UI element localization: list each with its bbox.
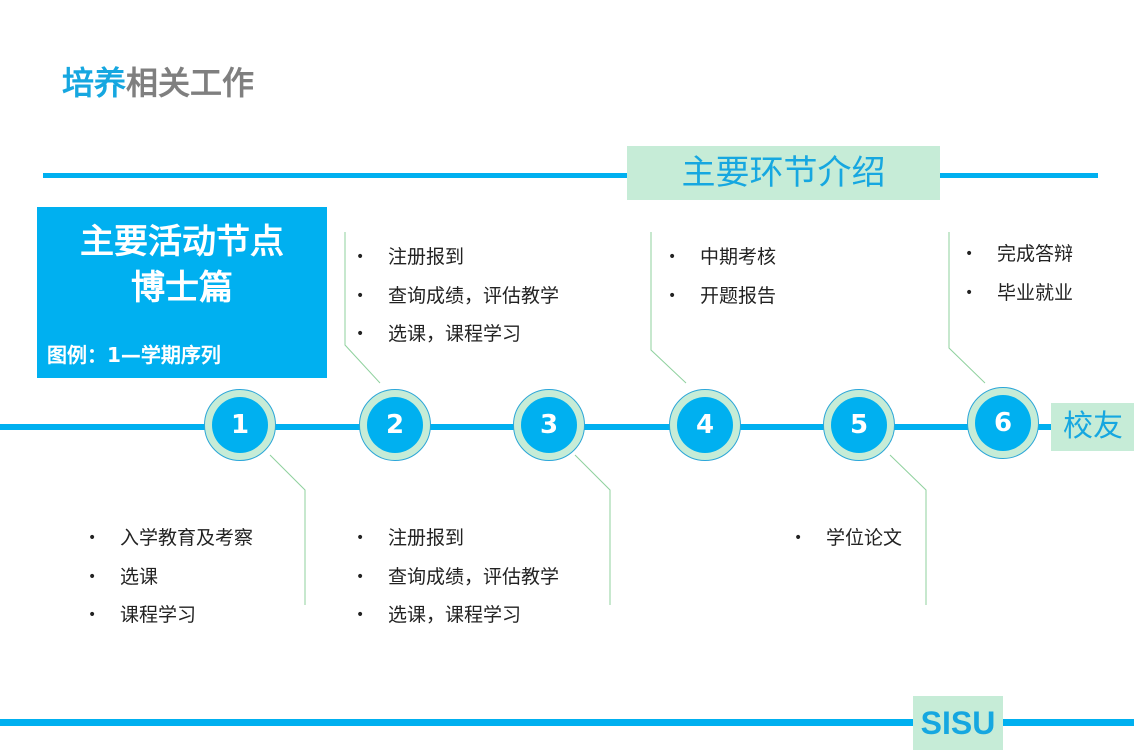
step5-lower-list: 学位论文: [794, 519, 902, 558]
list-item: 课程学习: [88, 596, 253, 635]
step3-lower-list: 注册报到 查询成绩，评估教学 选课，课程学习: [356, 519, 559, 635]
legend-text: 图例：1—学期序列: [47, 343, 221, 367]
list-item: 学位论文: [794, 519, 902, 558]
step-node-3: 3: [513, 389, 585, 461]
step-number: 3: [521, 397, 577, 453]
list-item: 查询成绩，评估教学: [356, 277, 559, 316]
step-node-2: 2: [359, 389, 431, 461]
list-item: 入学教育及考察: [88, 519, 253, 558]
step-number: 5: [831, 397, 887, 453]
step-number: 2: [367, 397, 423, 453]
step6-upper-list: 完成答辩 毕业就业: [965, 235, 1073, 312]
step-node-6: 6: [967, 387, 1039, 459]
list-item: 毕业就业: [965, 274, 1073, 313]
sisu-logo: SISU: [913, 696, 1003, 750]
page-title: 培养相关工作: [62, 64, 255, 102]
legend-box: 主要活动节点 博士篇 图例：1—学期序列: [37, 207, 327, 378]
step-number: 1: [212, 397, 268, 453]
step-node-5: 5: [823, 389, 895, 461]
section-label: 主要环节介绍: [627, 146, 940, 200]
list-item: 开题报告: [668, 277, 776, 316]
list-item: 中期考核: [668, 238, 776, 277]
list-item: 选课: [88, 558, 253, 597]
list-item: 完成答辩: [965, 235, 1073, 274]
bottom-divider: [0, 719, 1134, 726]
list-item: 选课，课程学习: [356, 315, 559, 354]
top-divider: [43, 173, 1098, 178]
step-node-1: 1: [204, 389, 276, 461]
box-heading: 主要活动节点: [80, 222, 284, 262]
list-item: 查询成绩，评估教学: [356, 558, 559, 597]
alumni-label: 校友: [1051, 403, 1134, 451]
step2-upper-list: 注册报到 查询成绩，评估教学 选课，课程学习: [356, 238, 559, 354]
step-number: 4: [677, 397, 733, 453]
step-number: 6: [975, 395, 1031, 451]
step-node-4: 4: [669, 389, 741, 461]
step4-upper-list: 中期考核 开题报告: [668, 238, 776, 315]
list-item: 注册报到: [356, 519, 559, 558]
box-subheading: 博士篇: [131, 268, 233, 308]
list-item: 注册报到: [356, 238, 559, 277]
list-item: 选课，课程学习: [356, 596, 559, 635]
step1-lower-list: 入学教育及考察 选课 课程学习: [88, 519, 253, 635]
